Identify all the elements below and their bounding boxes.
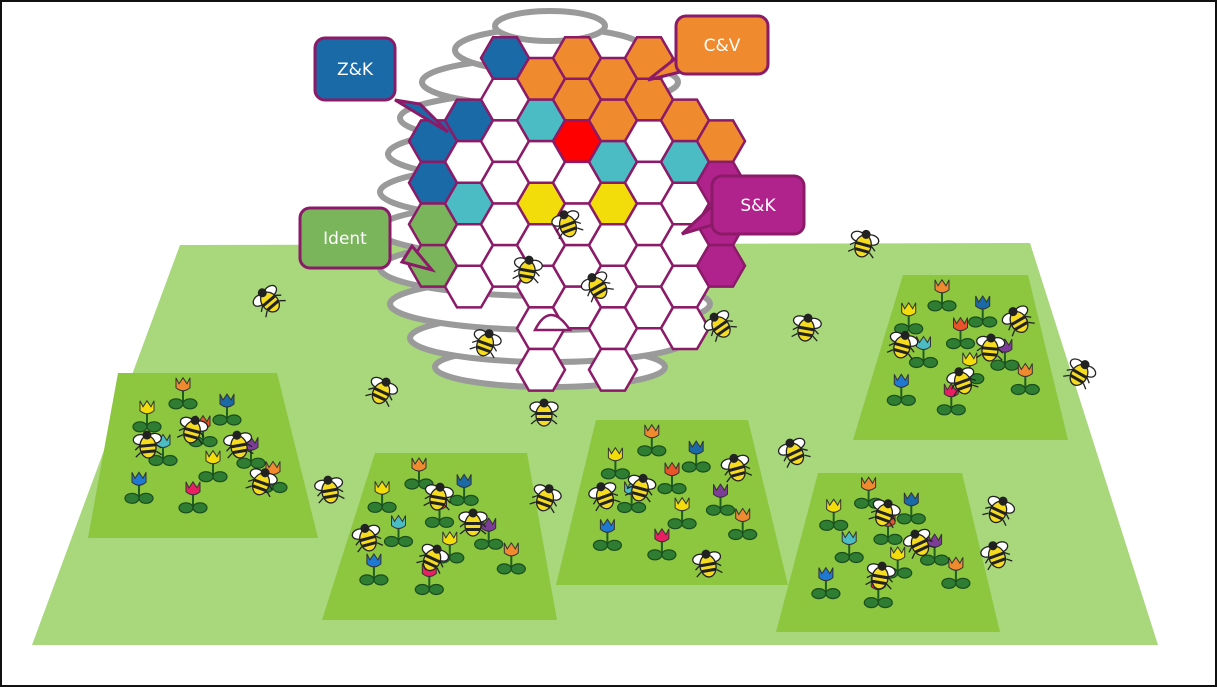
tulip-icon — [132, 399, 162, 433]
tulip-icon — [853, 476, 884, 510]
tulip-icon — [449, 473, 480, 507]
tulip-icon — [367, 480, 398, 514]
tulip-icon — [967, 295, 998, 328]
tulip-icon — [945, 316, 976, 350]
tulip-icon — [473, 517, 504, 551]
tulip-icon — [124, 471, 154, 505]
tulip-icon — [198, 449, 228, 483]
callout-zk: Z&K — [313, 36, 450, 134]
tulip-icon — [927, 278, 957, 312]
flower-patch — [556, 420, 788, 585]
callout-zk-label: Z&K — [337, 60, 374, 80]
honeycomb-cell — [695, 243, 747, 288]
tulip-icon — [908, 335, 939, 369]
tulip-icon — [727, 507, 758, 541]
tulip-icon — [940, 556, 971, 590]
hive-entrance — [532, 313, 573, 332]
tulip-icon — [818, 498, 849, 532]
callout-cv-label: C&V — [704, 36, 741, 56]
tulip-icon — [893, 301, 924, 335]
tulip-icon — [681, 440, 712, 473]
tulip-icon — [705, 483, 736, 517]
tulip-icon — [212, 393, 242, 426]
tulip-icon — [383, 514, 414, 548]
tulip-icon — [358, 552, 389, 586]
tulip-icon — [667, 496, 698, 530]
tulip-icon — [600, 446, 631, 480]
honeycomb-cell — [515, 347, 567, 392]
tulip-icon — [404, 457, 434, 490]
bee-icon — [529, 397, 559, 427]
callout-sk-label: S&K — [740, 196, 776, 216]
tulip-icon — [592, 518, 623, 552]
tulip-icon — [434, 530, 465, 564]
tulip-icon — [810, 566, 841, 600]
honeycomb-cell — [695, 119, 747, 164]
callout-ident-label: Ident — [323, 229, 367, 249]
honeycomb-cell — [587, 347, 639, 392]
bee-icon — [458, 507, 488, 537]
tulip-icon — [168, 376, 198, 410]
tulip-icon — [657, 461, 687, 495]
callout-cv: C&V — [647, 14, 770, 82]
tulip-icon — [896, 491, 927, 525]
tulip-icon — [886, 373, 917, 407]
callout-sk: S&K — [680, 174, 806, 236]
tulip-icon — [834, 530, 865, 564]
honeycomb-cell — [659, 306, 711, 351]
tulip-icon — [636, 423, 667, 457]
tulip-icon — [882, 546, 913, 579]
tulip-icon — [954, 351, 985, 385]
tulip-icon — [496, 541, 527, 575]
callout-ident: Ident — [298, 206, 437, 273]
tulip-icon — [178, 480, 208, 514]
tulip-icon — [646, 527, 677, 561]
tulip-icon — [1010, 362, 1041, 396]
